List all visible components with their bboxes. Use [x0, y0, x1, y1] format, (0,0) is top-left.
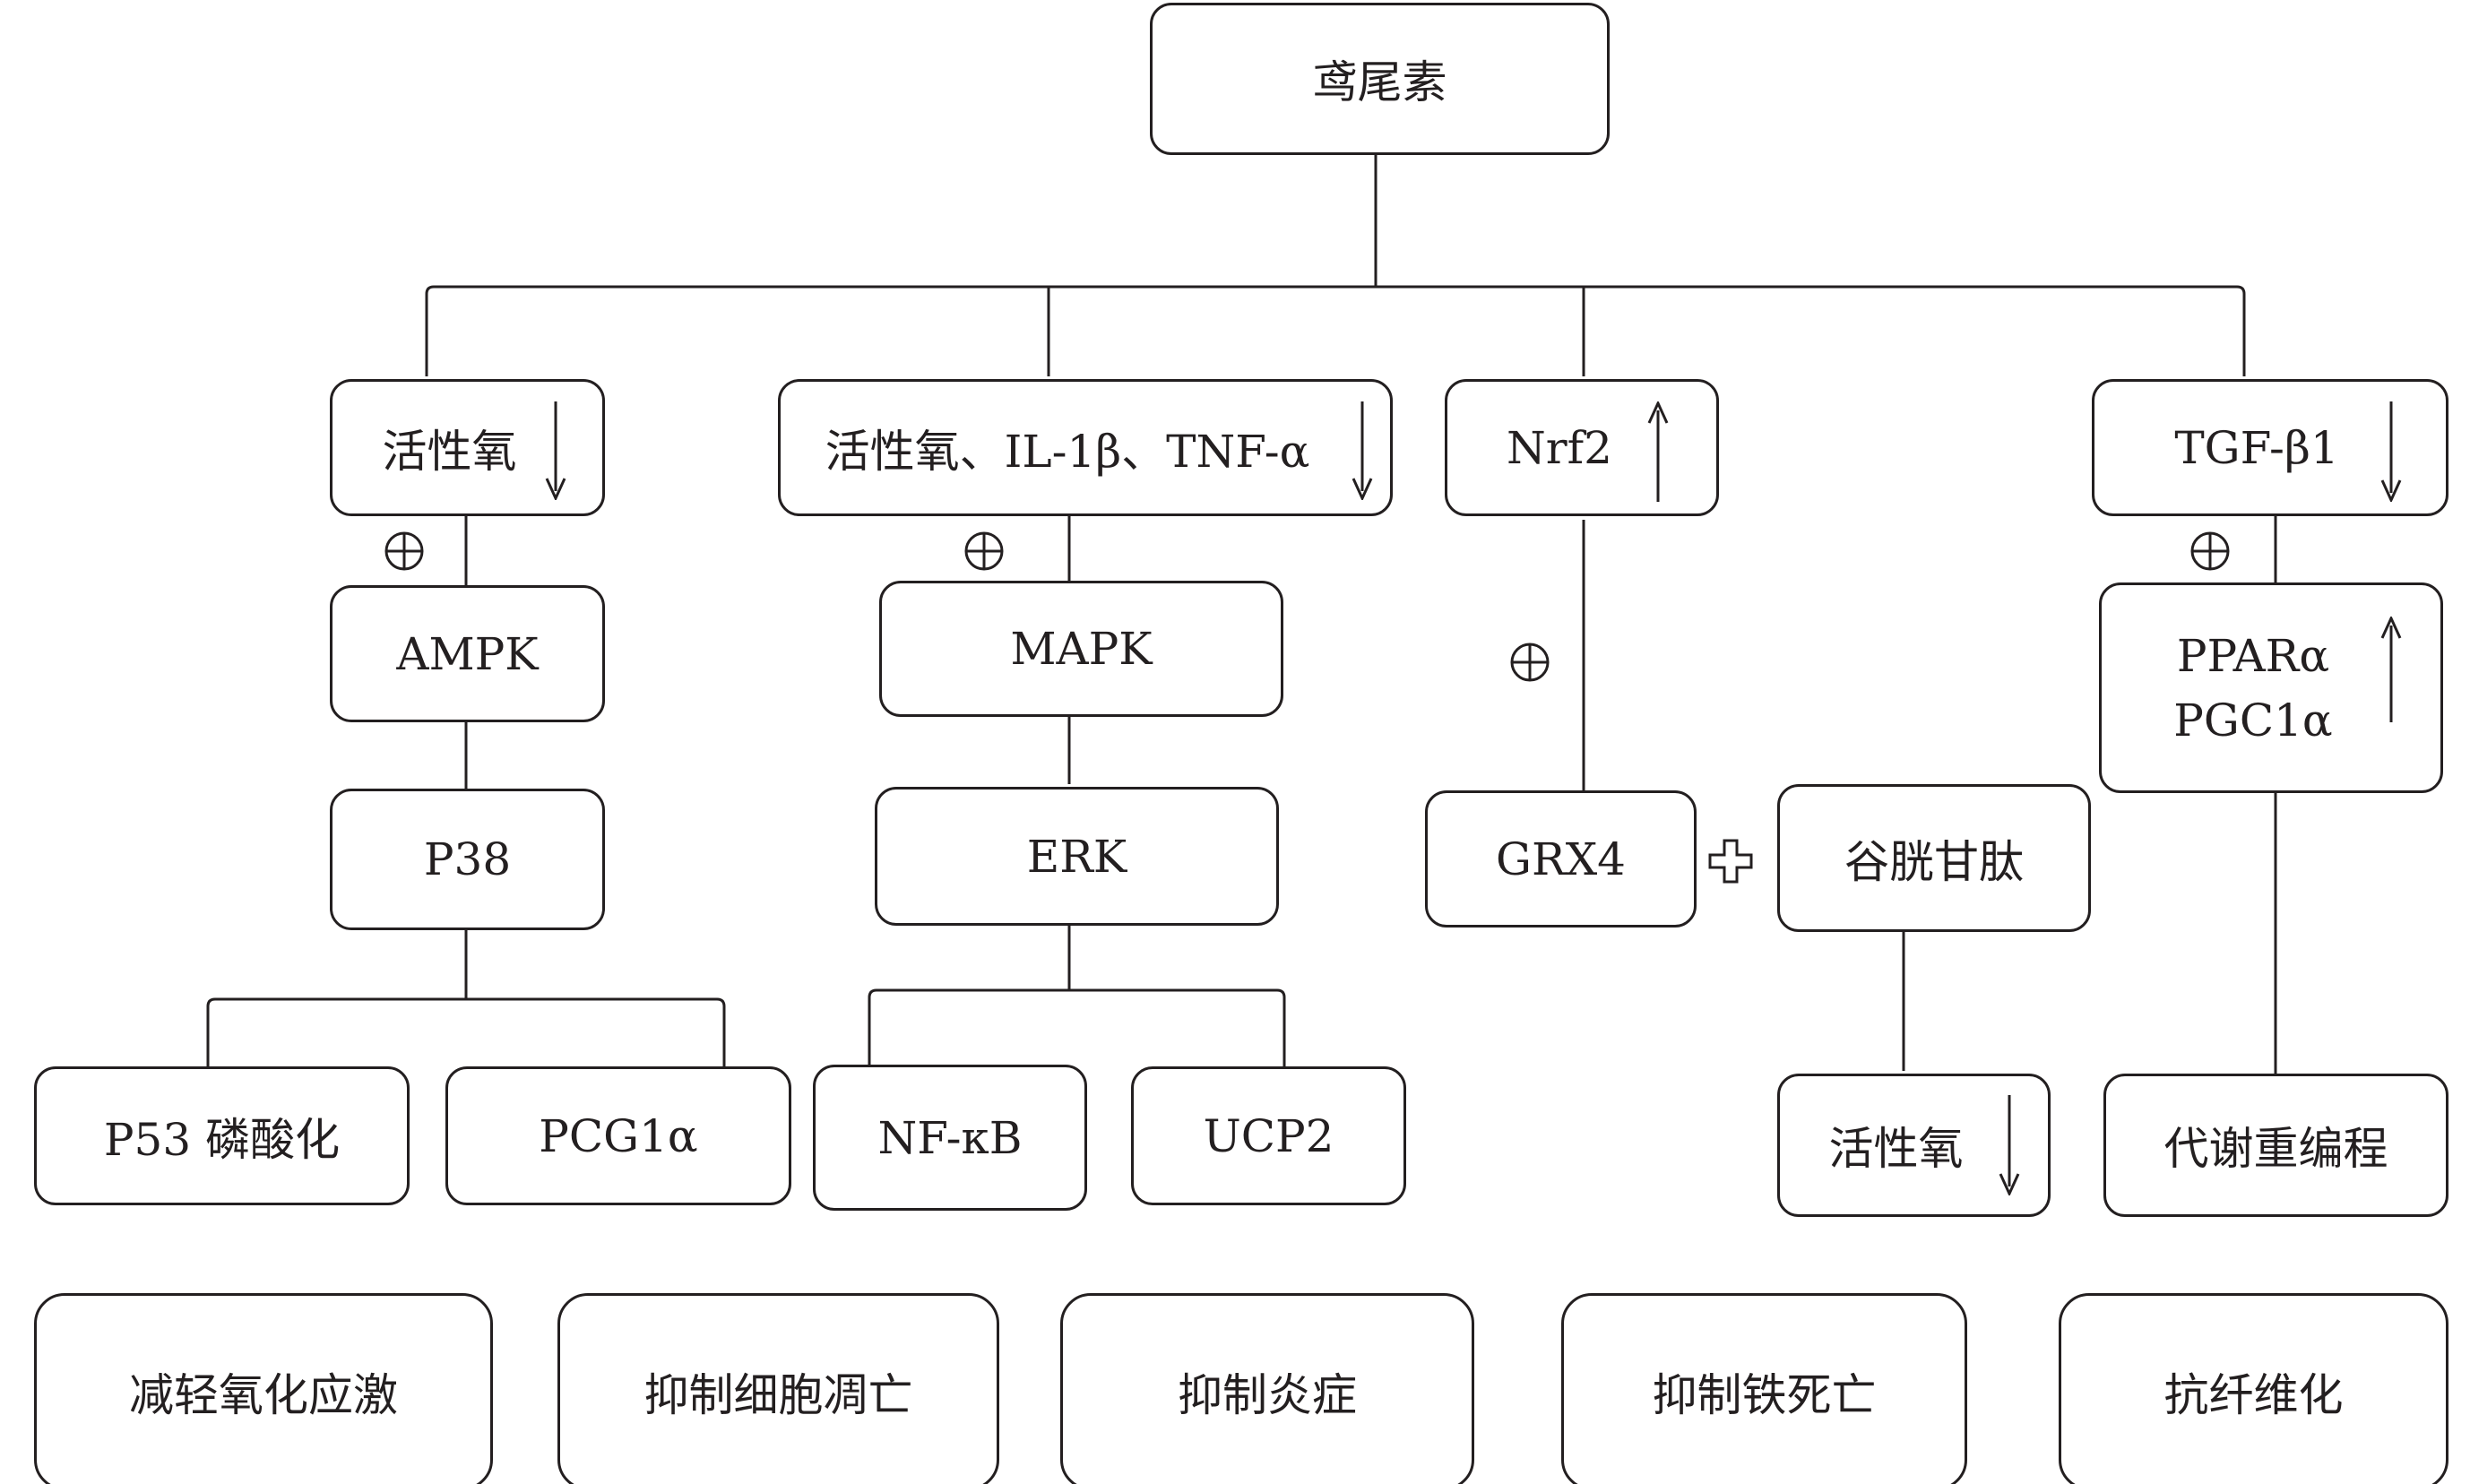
up-arrow-icon: [2380, 617, 2402, 722]
outcome-label: 抑制铁死亡: [1652, 1369, 1877, 1421]
mapk-box: MAPK: [879, 581, 1283, 717]
tgf-b1-label: TGF-β1: [2174, 421, 2339, 474]
glutathione-label: 谷胱甘肽: [1844, 835, 2024, 888]
outcome-inhibit-ferroptosis: 抑制铁死亡: [1561, 1293, 1967, 1484]
pcg1a-label: PCG1α: [539, 1109, 698, 1162]
metabolic-reprogramming-box: 代谢重编程: [2103, 1074, 2448, 1217]
down-arrow-icon: [1999, 1095, 2020, 1195]
irisin-root-box: 鸢尾素: [1150, 3, 1610, 155]
ros-box-pathway3: 活性氧: [1777, 1074, 2051, 1217]
ucp2-box: UCP2: [1131, 1066, 1406, 1205]
outlined-cross-icon: [1708, 839, 1753, 884]
p38-label: P38: [423, 833, 512, 885]
outcome-inhibit-inflammation: 抑制炎症: [1060, 1293, 1474, 1484]
circled-plus-icon: [964, 531, 1004, 571]
circled-plus-icon: [1510, 643, 1550, 682]
pgc1a-label: PGC1α: [2173, 694, 2333, 746]
pcg1a-box: PCG1α: [445, 1066, 791, 1205]
ucp2-label: UCP2: [1203, 1109, 1334, 1162]
ampk-label: AMPK: [396, 627, 539, 680]
ppara-label: PPARα: [2176, 629, 2330, 682]
ros-label: 活性氧: [1828, 1123, 1964, 1175]
ros-inflammatory-label: 活性氧、IL-1β、TNF-α: [825, 425, 1310, 478]
outcome-reduce-oxidative-stress: 减轻氧化应激: [34, 1293, 493, 1484]
mapk-label: MAPK: [1010, 623, 1153, 675]
ppara-pgc1a-box: PPARα PGC1α: [2099, 582, 2443, 793]
erk-box: ERK: [875, 787, 1279, 926]
grx4-label: GRX4: [1496, 833, 1626, 885]
down-arrow-icon: [2380, 401, 2402, 502]
p38-box: P38: [330, 789, 605, 930]
outcome-label: 抑制细胞凋亡: [643, 1369, 913, 1421]
circled-plus-icon: [2190, 531, 2230, 571]
outcome-label: 减轻氧化应激: [129, 1369, 398, 1421]
down-arrow-icon: [545, 401, 566, 500]
ampk-box: AMPK: [330, 585, 605, 722]
nrf2-box: Nrf2: [1445, 379, 1719, 516]
outcome-label: 抗纤维化: [2163, 1369, 2344, 1421]
grx4-box: GRX4: [1425, 790, 1697, 928]
p53-phosphorylation-box: P53 磷酸化: [34, 1066, 410, 1205]
down-arrow-icon: [1352, 401, 1373, 500]
up-arrow-icon: [1647, 401, 1669, 502]
glutathione-box: 谷胱甘肽: [1777, 784, 2091, 932]
metabolic-reprogramming-label: 代谢重编程: [2163, 1123, 2388, 1175]
circled-plus-icon: [384, 531, 424, 571]
nfkb-box: NF-κB: [813, 1065, 1087, 1211]
ros-inflammatory-box: 活性氧、IL-1β、TNF-α: [778, 379, 1393, 516]
outcome-anti-fibrosis: 抗纤维化: [2059, 1293, 2448, 1484]
nrf2-label: Nrf2: [1507, 421, 1612, 474]
p53-phosphorylation-label: P53 磷酸化: [103, 1113, 341, 1166]
outcome-inhibit-apoptosis: 抑制细胞凋亡: [557, 1293, 999, 1484]
erk-label: ERK: [1026, 830, 1127, 883]
ros-label: 活性氧: [382, 425, 517, 478]
outcome-label: 抑制炎症: [1178, 1369, 1357, 1421]
nfkb-label: NF-κB: [877, 1111, 1023, 1164]
root-label: 鸢尾素: [1312, 56, 1447, 108]
